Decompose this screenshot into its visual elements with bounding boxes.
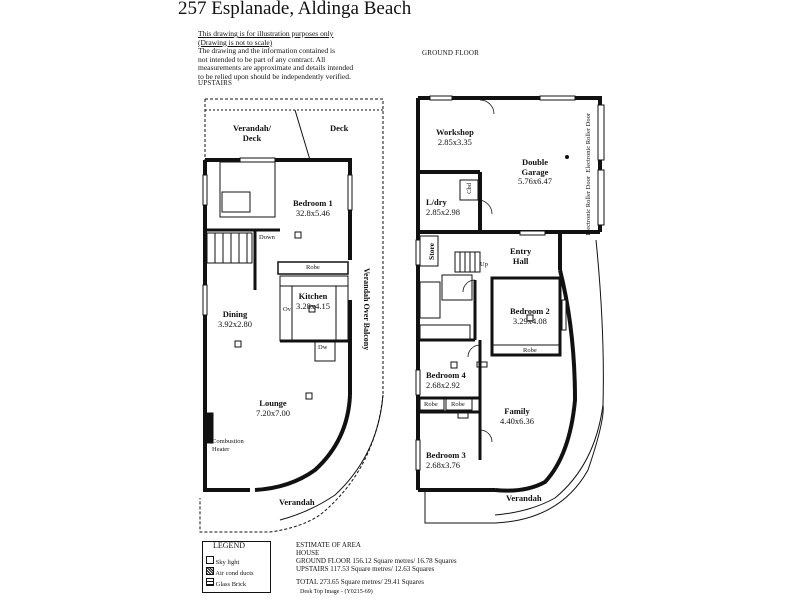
room-name: Bedroom 3 [426,450,466,460]
area-ground: GROUND FLOOR 156.12 Square metres/ 16.78… [296,557,457,565]
label-store: Store [427,243,436,260]
area-sub: HOUSE [296,549,320,557]
room-workshop: Workshop 2.85x3.35 [436,127,474,147]
combustion-line-2: Heater [212,445,230,453]
disclaimer-line-5: measurements are approximate and details… [198,63,354,73]
area-upstairs: UPSTAIRS 117.53 Square metres/ 12.63 Squ… [296,565,435,573]
room-bedroom-1: Bedroom 1 32.8x5.46 [293,198,333,218]
room-dims: 3.92x2.80 [218,318,252,329]
legend [202,541,271,593]
room-name-2: Hall [512,255,529,266]
room-bedroom-4: Bedroom 4 2.68x2.92 [426,370,466,390]
label-cupboard: Cbd [466,183,473,194]
upstairs-stairs [206,232,253,264]
room-dims: 2.68x2.92 [426,379,460,390]
label-robe-bedroom-2: Robe [523,347,537,354]
label-robe-bedroom-4a: Robe [424,401,438,408]
label-verandah-upstairs: Verandah [279,497,315,507]
room-name: Entry [510,246,532,256]
legend-item-glass-brick: Glass Brick [206,578,246,588]
room-family: Family 4.40x6.36 [500,406,534,426]
disclaimer: This drawing is for illustration purpose… [198,29,354,82]
disclaimer-line-1: This drawing is for illustration purpose… [198,29,334,38]
legend-label: Sky light [215,559,240,566]
room-dims: 2.68x3.76 [426,459,460,470]
air-cond-duct-icon [206,567,214,575]
room-name-2: Garage [521,166,549,177]
label-roller-door-1: Electronic Roller Door [585,113,592,173]
upstairs-windows [202,157,353,316]
roller-door-2-line-2: Roller Door [585,176,592,208]
glass-brick-icon [206,578,214,586]
footer-reference: Desk Top Image - (Y0215-69) [300,589,373,595]
room-bedroom-2: Bedroom 2 3.29x4.08 [510,306,550,326]
label-down: Down [259,234,275,241]
label-combustion-heater: Combustion Heater [212,438,244,453]
room-lounge: Lounge 7.20x7.00 [256,398,290,418]
disclaimer-line-3: The drawing and the information containe… [198,46,336,56]
area-heading: ESTIMATE OF AREA [296,541,361,549]
legend-title: LEGEND [213,541,245,550]
label-robe-upstairs: Robe [306,264,320,271]
label-up: Up [480,261,488,268]
label-dishwasher: Dw [318,344,328,351]
label-roller-door-2: Electronic Roller Door [585,176,592,236]
room-name: Bedroom 2 [510,306,550,316]
room-dims: 4.40x6.36 [500,415,534,426]
label-verandah-ground: Verandah [506,493,542,503]
room-dining: Dining 3.92x2.80 [218,309,252,329]
skylight-icon [206,556,214,564]
room-name: Dining [222,309,248,319]
legend-label: Air cond ducts [215,570,254,577]
combustion-line-1: Combustion [212,438,244,445]
room-name: Family [504,406,530,416]
roller-door-1-line-1: Electronic [585,145,592,173]
room-name: L/dry [426,197,447,207]
disclaimer-line-4: not intended to be part of any contract.… [198,54,326,64]
room-dims: 5.76x6.47 [518,176,552,186]
legend-label: Glass Brick [215,581,247,588]
room-deck: Deck [330,123,349,133]
room-entry-hall: Entry Hall [510,246,532,266]
ground-floor-heading: GROUND FLOOR [422,49,480,57]
room-verandah-deck: Verandah/ Deck [233,123,271,143]
ground-walls [416,96,602,492]
room-dims: 7.20x7.00 [256,407,290,418]
room-name: Lounge [259,398,287,408]
room-bedroom-3: Bedroom 3 2.68x3.76 [426,450,466,470]
page-title: 257 Esplanade, Aldinga Beach [178,0,412,19]
roller-door-1-line-2: Roller Door [585,113,592,145]
label-robe-bedroom-4b: Robe [451,401,465,408]
room-name: Bedroom 1 [293,198,333,208]
room-name-2: Deck [242,132,262,143]
legend-item-air-cond: Air cond ducts [206,567,254,577]
room-double-garage: Double Garage 5.76x6.47 [518,157,552,187]
room-laundry: L/dry 2.85x2.98 [426,197,460,217]
kitchen-outline [279,275,349,362]
disclaimer-line-2: (Drawing is not to scale) [198,37,273,47]
ground-stairs [454,251,481,273]
air-cond-duct-markers [234,231,534,419]
upstairs-heading: UPSTAIRS [198,79,233,87]
room-dims: 3.29x4.08 [512,315,547,326]
label-oven: Ov [283,306,291,313]
disclaimer-line-6: to be relied upon should be independentl… [198,71,351,81]
room-kitchen: Kitchen 3.28x4.15 [296,291,330,311]
room-name: Workshop [436,127,474,137]
area-estimate: ESTIMATE OF AREA HOUSE GROUND FLOOR 156.… [296,541,457,586]
room-name: Bedroom 4 [426,370,466,380]
room-dims: 2.85x2.98 [426,206,460,217]
room-dims: 3.28x4.15 [296,300,330,311]
room-name: Double [522,157,548,167]
roller-door-2-line-1: Electronic [585,208,592,236]
room-dims: 2.85x3.35 [437,136,472,147]
room-dims: 32.8x5.46 [295,207,330,218]
legend-item-skylight: Sky light [206,556,239,566]
room-name: Verandah/ [233,123,271,133]
area-total: TOTAL 273.65 Square metres/ 29.41 Square… [296,578,424,586]
label-verandah-over-balcony: Verandah Over Balcony [362,268,371,351]
room-name: Kitchen [298,291,328,301]
